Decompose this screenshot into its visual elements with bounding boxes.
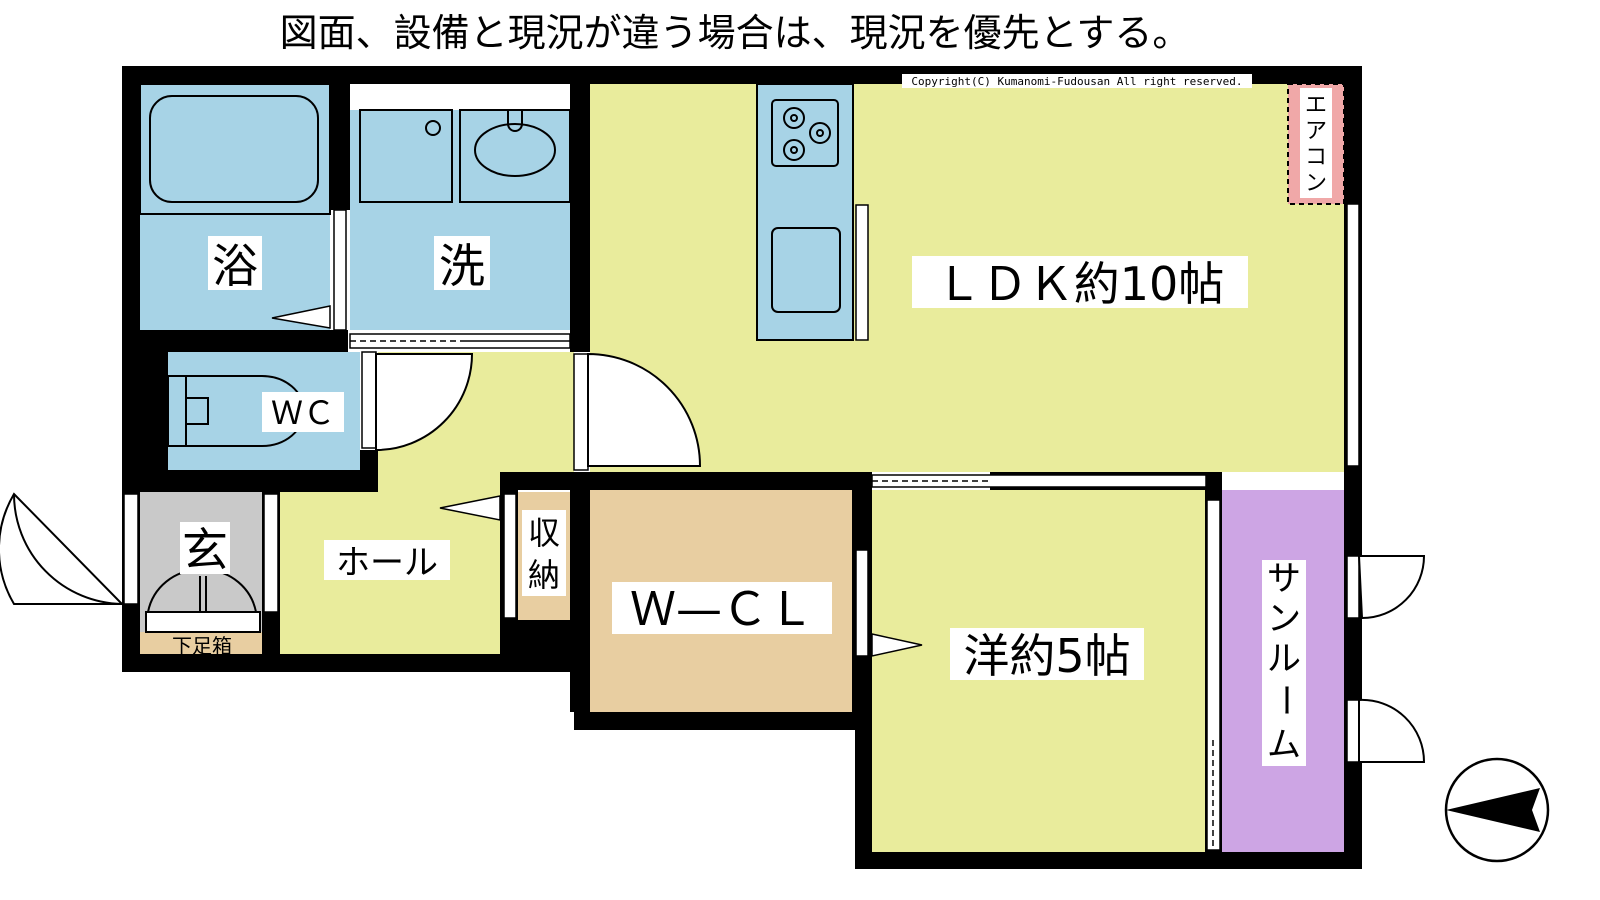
sunroom-label-2: ン — [1267, 599, 1301, 639]
wash-basin-icon — [359, 109, 571, 203]
aircon-label-3: コ — [1305, 145, 1327, 170]
bathtub-icon — [139, 83, 331, 215]
shoe-box-label: 下足箱 — [172, 634, 232, 658]
shoe-box — [140, 632, 262, 654]
entrance-label: 玄 — [182, 523, 228, 577]
north-arrow-icon — [1444, 757, 1550, 863]
sunroom-door-swing-lower — [1358, 698, 1426, 763]
door-handles — [271, 305, 923, 657]
sunroom-label-1: サ — [1267, 559, 1301, 599]
sunroom-label-4: ー — [1265, 683, 1305, 717]
bath-label: 浴 — [212, 239, 258, 293]
notice-text: 図面、設備と現況が違う場合は、現況を優先とする。 — [280, 11, 1191, 55]
hall-label: ホール — [336, 543, 438, 583]
outer-walls — [122, 66, 1362, 869]
copyright-text: Copyright(C) Kumanomi-Fudousan All right… — [911, 75, 1242, 88]
walk-in-closet-label: Ｗ—ＣＬ — [630, 582, 814, 636]
entrance-door-swing — [0, 492, 125, 605]
gas-stove-icon — [771, 99, 839, 167]
bath-floor — [140, 84, 330, 330]
sunroom-door-swing-upper — [1357, 555, 1426, 620]
toilet-label: ＷＣ — [271, 394, 335, 432]
aircon-label-2: ア — [1305, 119, 1327, 144]
ldk-door-swing — [587, 352, 702, 467]
washroom-label: 洗 — [439, 239, 485, 293]
aircon-label-4: ン — [1305, 171, 1327, 196]
storage-label-1: 収 — [528, 514, 560, 552]
kitchen-sink-icon — [771, 227, 841, 313]
aircon-label-1: エ — [1305, 93, 1327, 118]
swing-doors — [0, 352, 1426, 763]
storage-label-2: 納 — [528, 556, 560, 594]
toilet-door-swing — [375, 353, 474, 452]
sunroom-label-5: ム — [1267, 725, 1301, 765]
sunroom-label-3: ル — [1267, 639, 1301, 679]
ldk-label: ＬＤＫ約10帖 — [936, 257, 1225, 311]
labels: 浴 洗 ＷＣ 玄 下足箱 ホール 収 納 Ｗ—ＣＬ ＬＤＫ約10帖 洋約5帖 サ… — [172, 74, 1332, 766]
western-room-label: 洋約5帖 — [963, 629, 1130, 683]
sliding-doors — [123, 203, 1360, 851]
room-floors — [140, 83, 1345, 852]
